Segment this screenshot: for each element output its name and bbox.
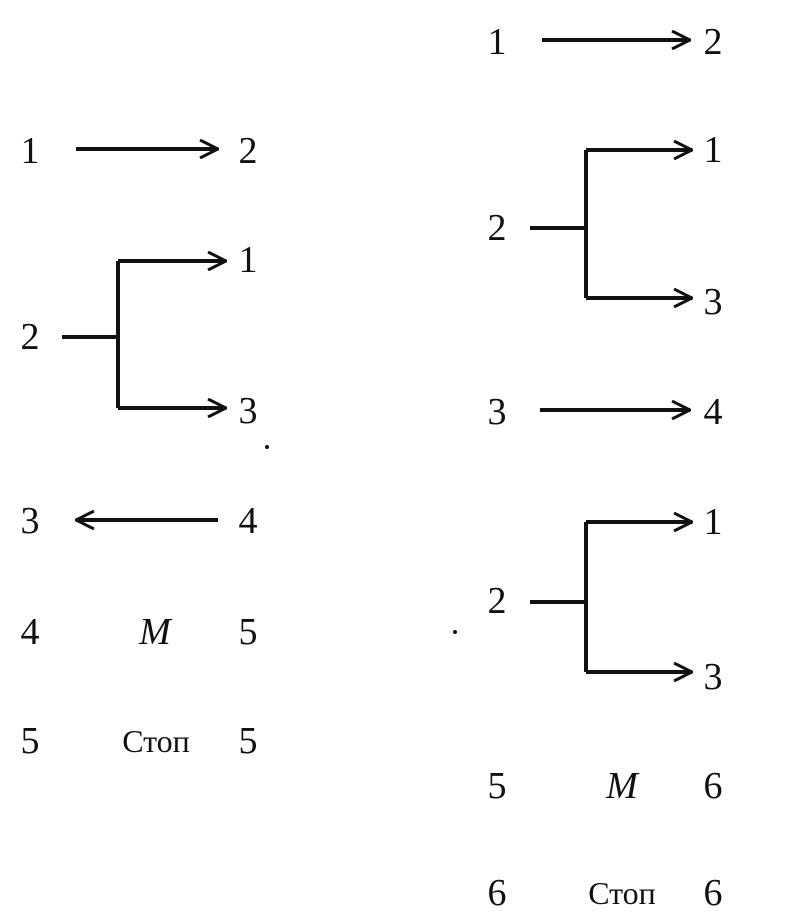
left-row3-from-label: 3 bbox=[20, 500, 40, 542]
right-row4-from-label: 2 bbox=[487, 580, 507, 622]
right-row2-from-label: 2 bbox=[487, 207, 507, 249]
right-row3-to-label: 4 bbox=[703, 391, 723, 433]
left-row5-to-label: 5 bbox=[238, 720, 258, 762]
left-row2-upper-target-label: 1 bbox=[238, 239, 258, 281]
right-stop-label: Стоп bbox=[588, 875, 656, 911]
left-row2-from-label: 2 bbox=[20, 316, 40, 358]
right-row5-to-label: 6 bbox=[703, 765, 723, 807]
right-row1-to-label: 2 bbox=[703, 21, 723, 63]
left-row1-from-label: 1 bbox=[20, 130, 40, 172]
stray-dot bbox=[453, 630, 457, 634]
right-row1-from-label: 1 bbox=[487, 21, 507, 63]
right-row4-lower-target-label: 3 bbox=[703, 656, 723, 698]
left-row4-to-label: 5 bbox=[238, 611, 258, 653]
right-operator-m-label: M bbox=[606, 765, 638, 807]
right-row2-upper-target-label: 1 bbox=[703, 129, 723, 171]
right-row6-from-label: 6 bbox=[487, 872, 507, 914]
right-row2-lower-target-label: 3 bbox=[703, 281, 723, 323]
left-row5-from-label: 5 bbox=[20, 720, 40, 762]
right-row4-upper-target-label: 1 bbox=[703, 501, 723, 543]
right-row3-from-label: 3 bbox=[487, 391, 507, 433]
left-stop-label: Стоп bbox=[122, 723, 190, 759]
left-row1-to-label: 2 bbox=[238, 130, 258, 172]
stray-dot bbox=[265, 445, 269, 449]
right-row6-to-label: 6 bbox=[703, 872, 723, 914]
left-row4-from-label: 4 bbox=[20, 611, 40, 653]
left-row2-lower-target-label: 3 bbox=[238, 390, 258, 432]
right-row5-from-label: 5 bbox=[487, 765, 507, 807]
left-operator-m-label: M bbox=[139, 611, 171, 653]
left-row3-to-label: 4 bbox=[238, 500, 258, 542]
